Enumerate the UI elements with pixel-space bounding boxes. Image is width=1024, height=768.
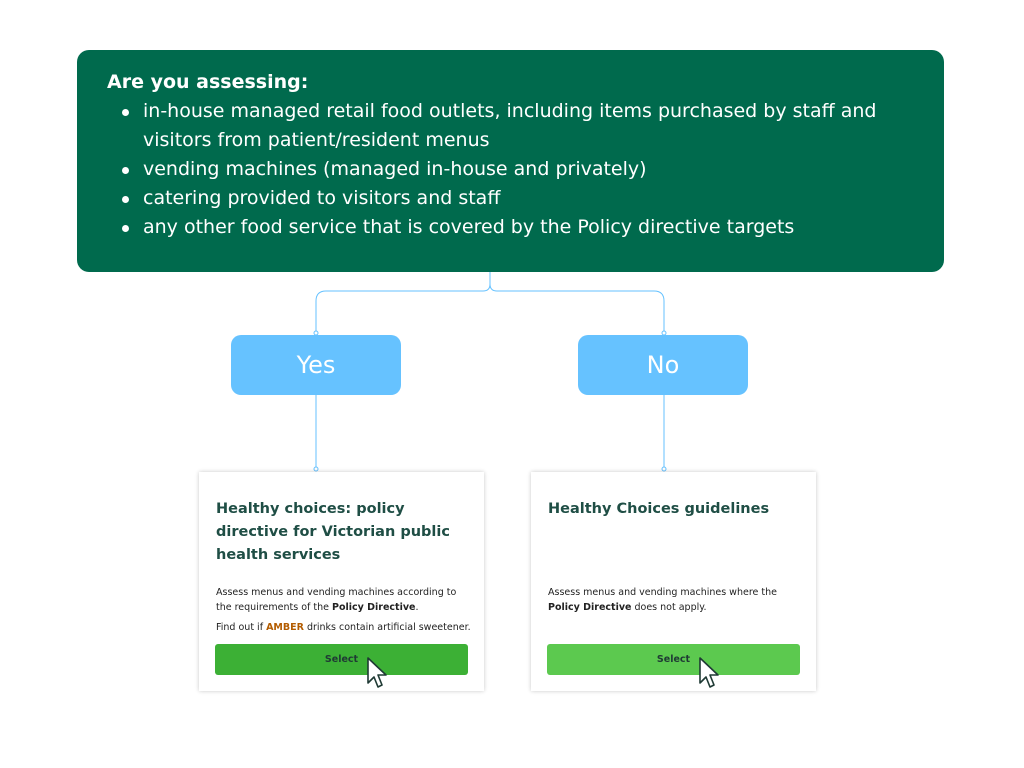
pointer-cursor-icon bbox=[699, 657, 719, 688]
card-desc-line: Assess menus and vending machines accord… bbox=[216, 585, 474, 615]
question-item-retail: in-house managed retail food outlets, in… bbox=[122, 97, 914, 155]
decision-yes: Yes bbox=[231, 335, 401, 395]
desc-text: does not apply. bbox=[631, 602, 707, 613]
desc-text: Assess menus and vending machines where … bbox=[548, 587, 777, 598]
question-box: Are you assessing: in-house managed reta… bbox=[77, 50, 944, 272]
connector-dot bbox=[313, 466, 319, 472]
desc-text: drinks contain artificial sweetener. bbox=[303, 622, 471, 633]
question-title: Are you assessing: bbox=[107, 71, 309, 93]
desc-text: Assess menus and vending machines accord… bbox=[216, 587, 457, 613]
question-list: in-house managed retail food outlets, in… bbox=[107, 97, 914, 242]
card-desc-line: Assess menus and vending machines where … bbox=[548, 585, 806, 615]
card-title: Healthy Choices guidelines bbox=[548, 501, 770, 517]
card-description: Assess menus and vending machines where … bbox=[548, 585, 806, 620]
question-item-vending: vending machines (managed in-house and p… bbox=[122, 155, 914, 184]
decision-no: No bbox=[578, 335, 748, 395]
select-button-guidelines[interactable]: Select bbox=[547, 644, 800, 675]
connector-branch-right bbox=[489, 283, 665, 335]
desc-text: . bbox=[415, 602, 419, 613]
connector-dot bbox=[661, 466, 667, 472]
question-item-catering: catering provided to visitors and staff bbox=[122, 184, 914, 213]
select-button-policy[interactable]: Select bbox=[215, 644, 468, 675]
desc-text: Find out if bbox=[216, 622, 267, 633]
desc-bold: Policy Directive bbox=[332, 602, 416, 613]
question-item-other: any other food service that is covered b… bbox=[122, 213, 914, 242]
amber-label: AMBER bbox=[266, 622, 304, 633]
connector-branch bbox=[315, 272, 491, 335]
card-title: Healthy choices: policy directive for Vi… bbox=[216, 501, 450, 563]
pointer-cursor-icon bbox=[367, 657, 387, 688]
card-desc-line: Find out if AMBER drinks contain artific… bbox=[216, 620, 474, 635]
card-policy-directive: Healthy choices: policy directive for Vi… bbox=[199, 472, 484, 691]
card-description: Assess menus and vending machines accord… bbox=[216, 585, 474, 640]
desc-bold: Policy Directive bbox=[548, 602, 632, 613]
card-guidelines: Healthy Choices guidelines Assess menus … bbox=[531, 472, 816, 691]
